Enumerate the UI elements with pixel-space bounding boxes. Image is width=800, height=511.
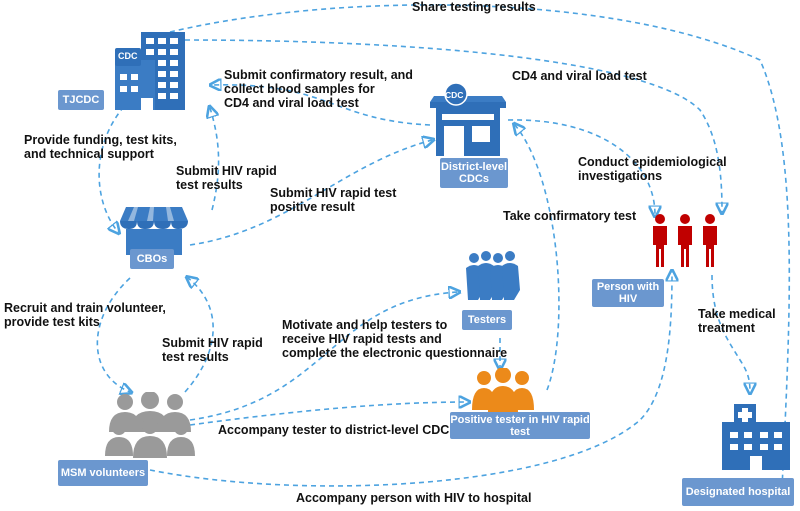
- positive-tester-group-icon: [472, 368, 534, 412]
- provide-funding-label: Provide funding, test kits, and technica…: [24, 133, 177, 161]
- cbos-label: CBOs: [130, 249, 174, 269]
- arrow-share-results: [169, 4, 791, 488]
- arrow-submit-rapid-msm: [185, 278, 214, 393]
- submit-rapid-msm-label: Submit HIV rapid test results: [162, 336, 263, 364]
- msm-volunteers-icon: [105, 392, 195, 458]
- cdc-badge: CDC: [118, 51, 138, 61]
- accompany-tester-label: Accompany tester to district-level CDC: [218, 423, 450, 437]
- person-with-hiv-label: Person with HIV: [592, 279, 664, 307]
- district-cdc-badge: CDC: [445, 90, 464, 100]
- arrow-submit-positive: [189, 140, 432, 246]
- share-results-label: Share testing results: [412, 0, 536, 14]
- person-with-hiv-icon: [653, 214, 717, 267]
- cdc-building-icon: [115, 32, 185, 110]
- tjcdc-label: TJCDC: [58, 90, 104, 110]
- cbo-shop-icon: [120, 207, 188, 255]
- accompany-person-label: Accompany person with HIV to hospital: [296, 491, 532, 505]
- submit-confirmatory-label: Submit confirmatory result, and collect …: [224, 68, 413, 110]
- submit-positive-label: Submit HIV rapid test positive result: [270, 186, 397, 214]
- arrow-recruit: [96, 277, 130, 392]
- submit-rapid-cbo-label: Submit HIV rapid test results: [176, 164, 277, 192]
- arrow-cd4-viral: [184, 39, 722, 212]
- arrow-submit-rapid-cbo: [210, 108, 220, 211]
- msm-volunteers-label: MSM volunteers: [58, 460, 148, 486]
- arrow-conduct-epi: [507, 119, 655, 215]
- arrow-accompany-person: [149, 272, 672, 487]
- take-confirmatory-label: Take confirmatory test: [503, 209, 637, 223]
- arrow-provide-funding: [98, 99, 131, 232]
- recruit-train-label: Recruit and train volunteer, provide tes…: [4, 301, 166, 329]
- designated-hospital-label: Designated hospital: [682, 478, 794, 506]
- hospital-icon: [722, 404, 790, 470]
- arrow-submit-confirmatory: [212, 85, 431, 126]
- positive-tester-label: Positive tester in HIV rapid test: [450, 412, 590, 439]
- district-cdcs-label: District-level CDCs: [440, 158, 508, 188]
- district-cdc-icon: [430, 82, 506, 156]
- testers-group-icon: [466, 251, 520, 300]
- arrow-take-confirmatory: [515, 125, 560, 391]
- conduct-epi-label: Conduct epidemiological investigations: [578, 155, 727, 183]
- arrow-take-medical: [711, 274, 750, 392]
- testers-label: Testers: [462, 310, 512, 330]
- arrow-accompany-tester: [189, 402, 468, 426]
- cd4-viral-label: CD4 and viral load test: [512, 69, 647, 83]
- arrow-motivate: [189, 292, 458, 421]
- motivate-label: Motivate and help testers to receive HIV…: [282, 318, 508, 360]
- take-medical-label: Take medical treatment: [698, 307, 776, 335]
